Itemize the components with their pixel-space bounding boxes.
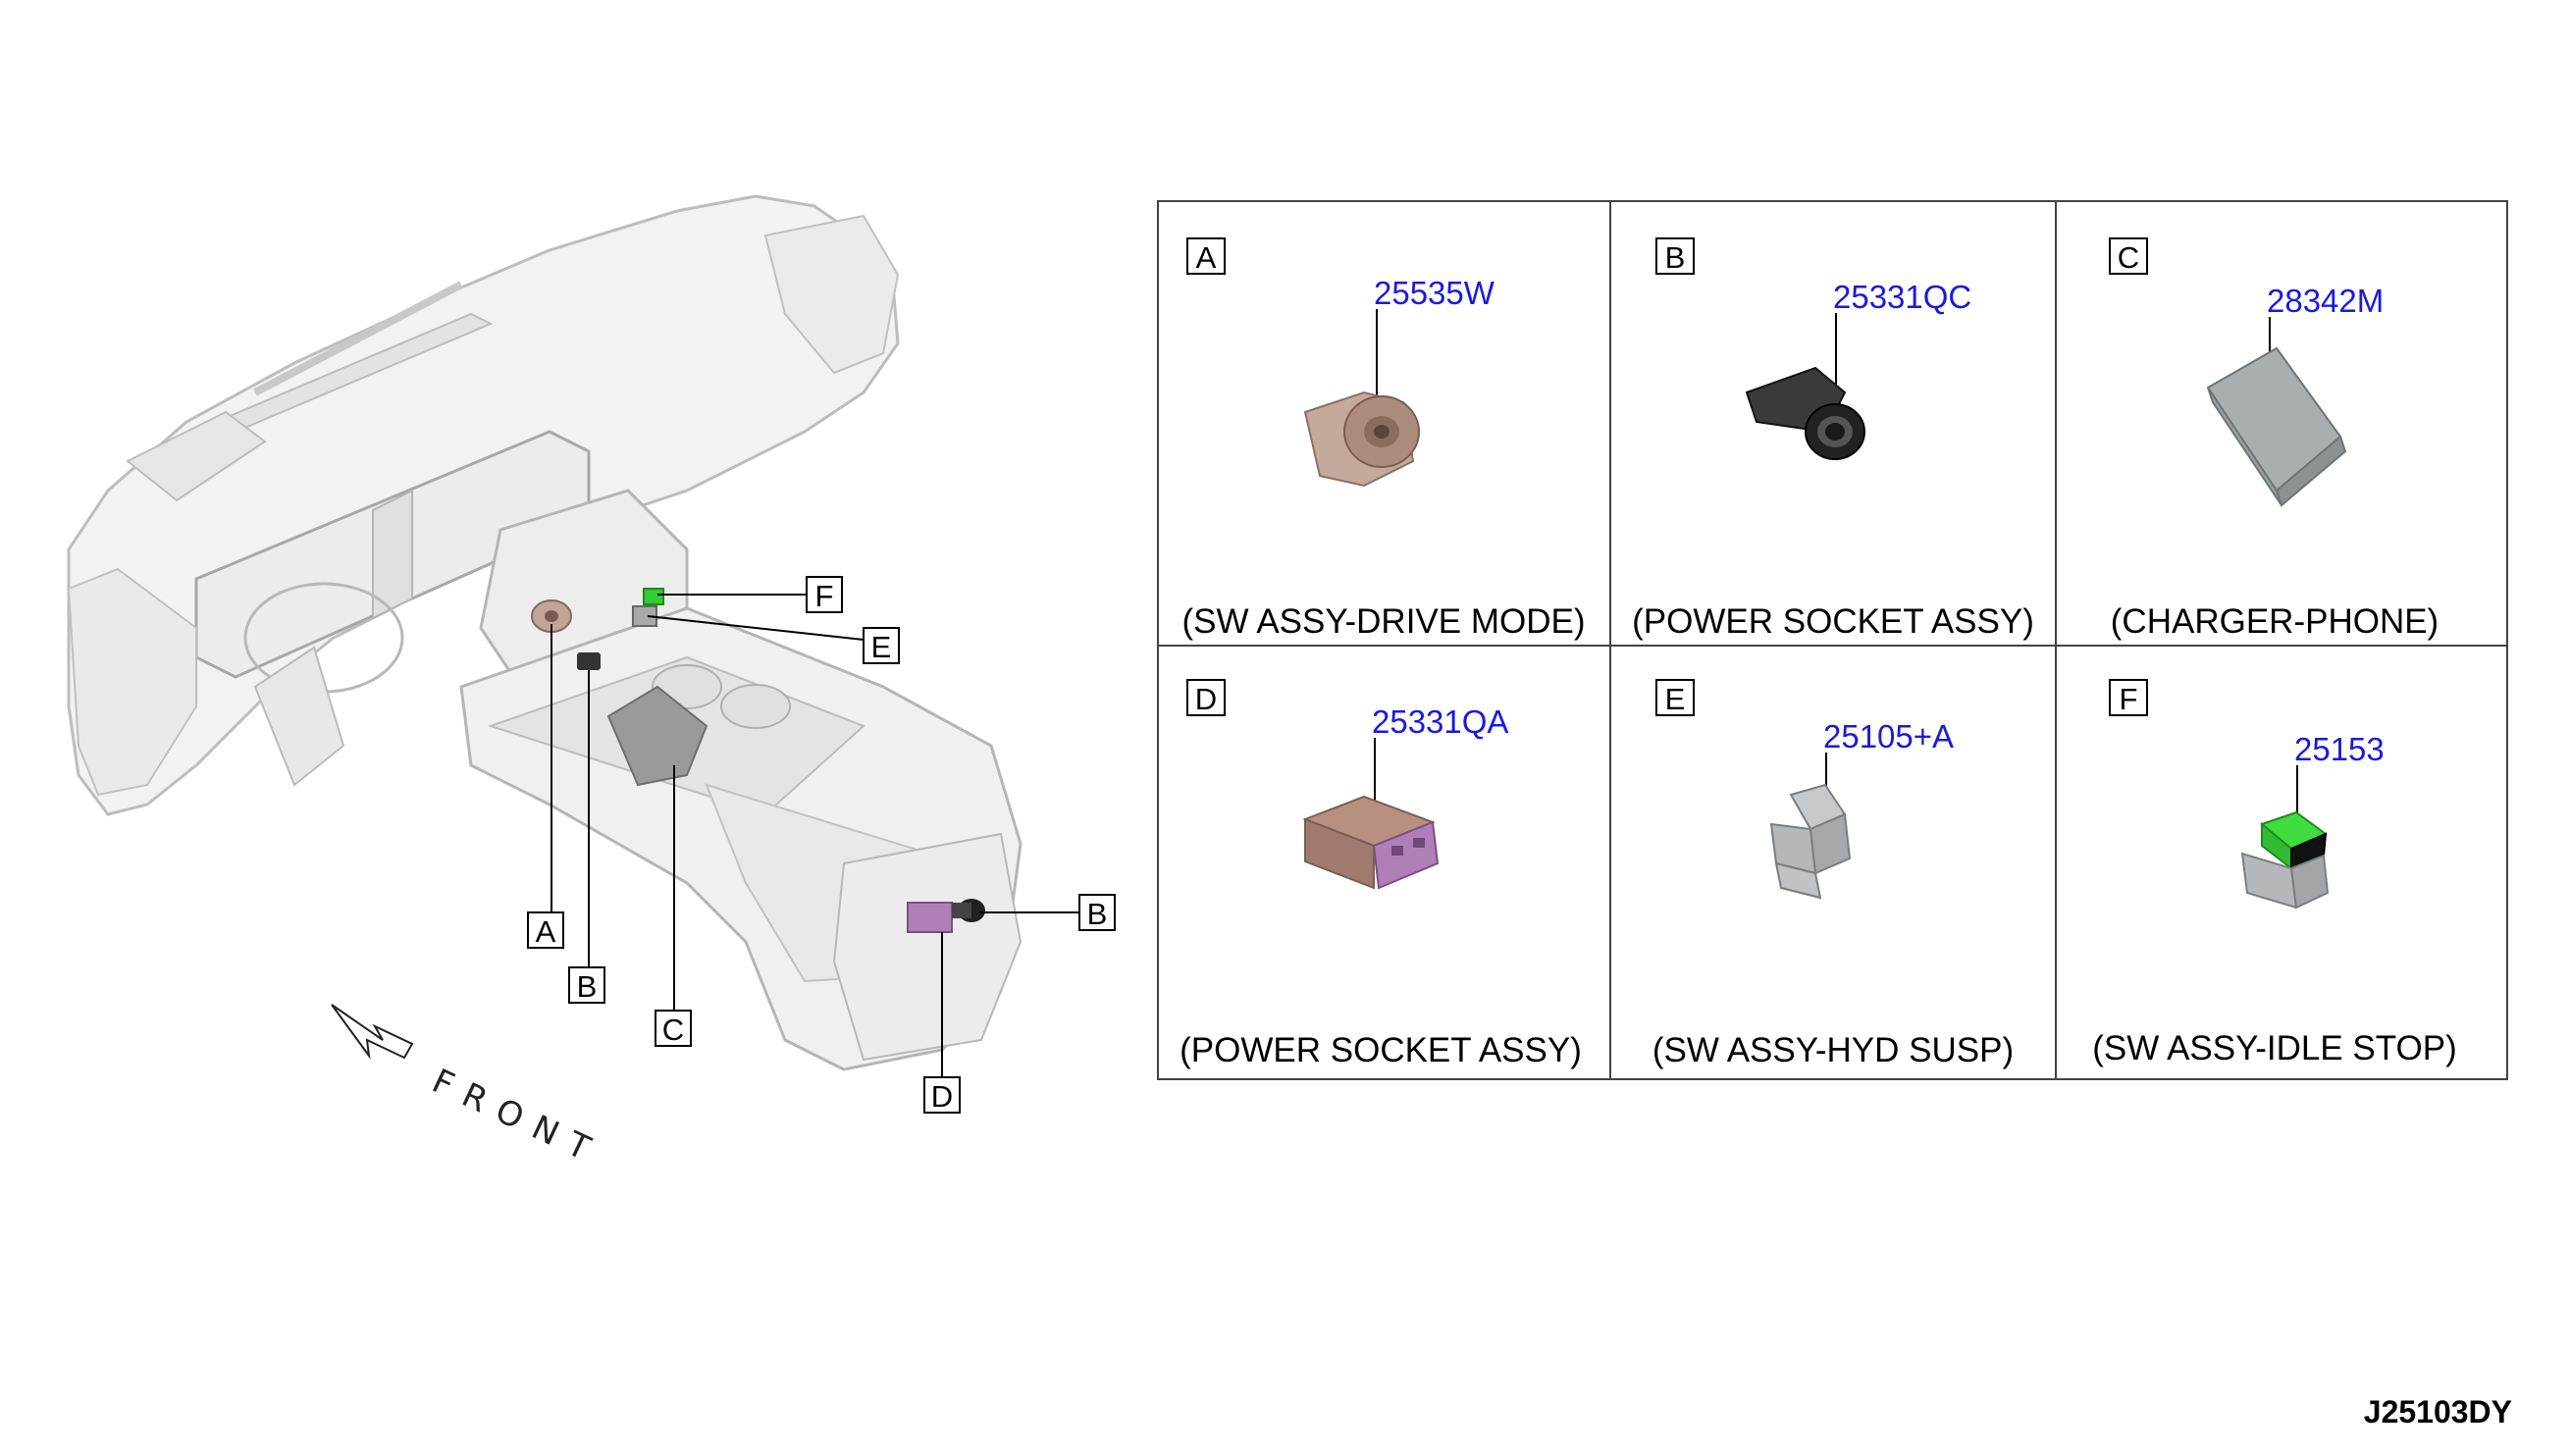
callout-e-label: E [871, 630, 892, 664]
part-c-description: (CHARGER-PHONE) [2111, 602, 2439, 641]
part-cell-f: F 25153 (SW ASSY-IDLE STOP) [2092, 679, 2457, 1067]
part-d-number: 25331QA [1372, 703, 1508, 740]
callout-f-label: F [815, 579, 834, 613]
part-d-description: (POWER SOCKET ASSY) [1180, 1031, 1582, 1069]
part-e-description: (SW ASSY-HYD SUSP) [1652, 1031, 2014, 1069]
part-c-letter: C [2118, 240, 2139, 275]
part-f-letter: F [2120, 682, 2138, 716]
part-b-description: (POWER SOCKET ASSY) [1632, 602, 2034, 641]
part-f-number: 25153 [2294, 731, 2385, 767]
part-cell-e: E 25105+A (SW ASSY-HYD SUSP) [1652, 679, 2014, 1069]
callout-f: F [806, 576, 843, 613]
part-e-letter: E [1665, 682, 1686, 716]
idle-stop-switch-illustration [2240, 810, 2330, 910]
part-cell-c: C 28342M (CHARGER-PHONE) [2109, 237, 2439, 641]
part-b-number: 25331QC [1833, 279, 1971, 315]
callout-c: C [655, 1010, 692, 1047]
callout-b-upper-label: B [577, 969, 598, 1004]
part-a-description: (SW ASSY-DRIVE MODE) [1182, 602, 1586, 641]
callout-d: D [923, 1076, 961, 1114]
phone-charger-illustration [2206, 346, 2347, 507]
power-socket-illustration [1745, 366, 1865, 460]
parts-table [1157, 200, 2508, 1080]
part-b-letter: B [1665, 240, 1686, 275]
part-cell-b: B 25331QC (POWER SOCKET ASSY) [1632, 237, 2034, 641]
dashboard-illustration [67, 194, 1023, 1071]
part-d-letter: D [1195, 682, 1217, 716]
callout-c-label: C [662, 1013, 684, 1047]
part-f-description: (SW ASSY-IDLE STOP) [2092, 1029, 2457, 1067]
part-cell-a: A 25535W (SW ASSY-DRIVE MODE) [1182, 237, 1586, 641]
callout-a-label: A [536, 914, 556, 949]
part-a-letter: A [1196, 240, 1217, 275]
diagram-code: J25103DY [2364, 1394, 2512, 1430]
callout-a: A [527, 911, 564, 949]
part-a-number: 25535W [1374, 275, 1495, 311]
callout-e: E [863, 627, 900, 664]
part-e-number: 25105+A [1823, 718, 1954, 754]
power-socket-qa-illustration [1302, 795, 1440, 890]
leader-lines [551, 594, 1079, 1077]
callout-b-rear: B [1078, 894, 1116, 931]
callout-d-label: D [931, 1079, 953, 1114]
drive-mode-switch-illustration [1303, 390, 1420, 488]
hyd-susp-switch-illustration [1769, 783, 1852, 900]
overview-callouts: A B C D B E F [527, 576, 1116, 1114]
part-c-number: 28342M [2267, 283, 2384, 319]
part-cell-d: D 25331QA (POWER SOCKET ASSY) [1180, 679, 1582, 1069]
callout-b-rear-label: B [1087, 897, 1108, 931]
callout-b-upper: B [568, 966, 605, 1004]
front-label: FRONT [426, 1062, 608, 1174]
front-arrow: FRONT [331, 1004, 608, 1174]
